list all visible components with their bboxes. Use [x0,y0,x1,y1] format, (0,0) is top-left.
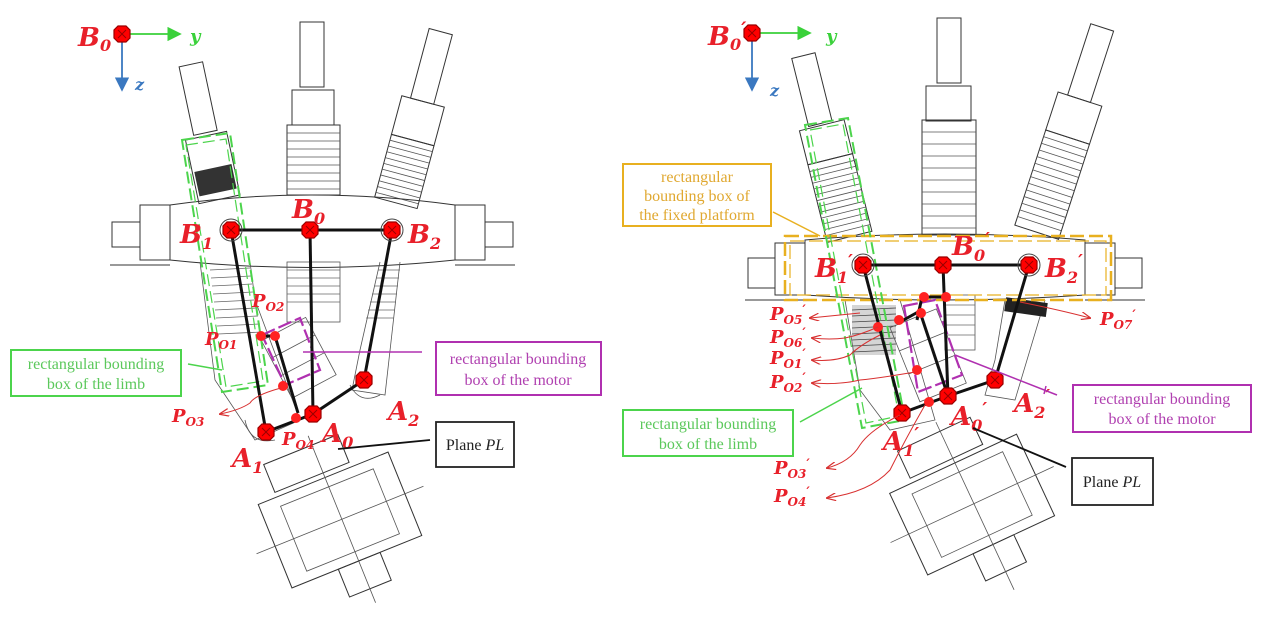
point-PO7 [941,292,951,302]
left-limb-bounding-box [180,131,270,394]
motor-box-label-line1: rectangular bounding [450,351,586,368]
left-figure: B0 y z [10,21,602,603]
right-limb-callout: rectangular bounding box of the limb [622,387,863,457]
motor-box-label-line1: rectangular bounding [1094,391,1230,408]
z-axis-label: z [769,81,780,100]
point-PO2-top [916,308,926,318]
origin-label: B0 [77,23,111,55]
right-leader-arrows [810,301,1090,498]
label-PO5: PO5′ [769,303,806,327]
joint-B2-icon [1020,256,1038,274]
y-axis-label: y [825,26,838,47]
label-PO2: PO2 [251,291,284,314]
label-B1: B1 [179,220,213,253]
left-labels: B1 B0 B2 A1 A0 A2 PO2 PO1 PO3 PO4 [171,195,441,477]
joint-A0-icon [304,405,322,423]
label-B0: B0′ [951,229,990,265]
right-motor-callout: rectangular bounding box of the motor [954,354,1252,433]
limb-box-label-line1: rectangular bounding [28,356,164,373]
left-motor-bounding-box [260,316,322,387]
motor-box-label-line2: box of the motor [1108,411,1216,428]
plane-label: Plane PL [446,437,504,454]
label-PO2: PO2′ [769,371,806,395]
origin-joint-icon [113,25,131,43]
label-A0: A0 [319,419,353,452]
z-axis-label: z [134,75,145,94]
point-PO3 [278,381,288,391]
label-B2: B2 [407,220,441,253]
PO3-leader-arrow [220,387,282,414]
label-B1: B1′ [814,251,853,287]
label-A1: A1 [229,444,263,477]
joint-A2-icon [355,371,373,389]
left-joints [219,218,404,441]
joint-A1-icon [893,404,911,422]
point-PO2 [270,331,280,341]
label-A2: A2′ [1011,386,1050,422]
point-PO4 [924,397,934,407]
platform-box-label-line3: the fixed platform [639,207,755,224]
joint-B1-icon [854,256,872,274]
left-kinematic-links [229,228,394,434]
y-axis-label: y [189,26,202,47]
limb-box-label-line2: box of the limb [47,376,145,393]
limb-box-label-line1: rectangular bounding [640,416,776,433]
point-PO4 [291,413,301,423]
joint-B0-icon [934,256,952,274]
left-plane-callout: Plane PL [337,421,515,468]
platform-box-label-line2: bounding box of [644,188,750,205]
right-platform-callout: rectangular bounding box of the fixed pl… [622,163,821,237]
left-axes: B0 y z [77,23,202,94]
label-PO3: PO3 [171,406,204,429]
point-PO6 [894,315,904,325]
motor-box-label-line2: box of the motor [464,372,572,389]
label-A0: A0′ [948,399,987,435]
left-mechanism-drawing [110,21,515,603]
right-figure: B0′ y z [622,17,1252,590]
label-PO1: PO1′ [769,347,806,371]
point-PO2 [912,365,922,375]
label-PO6: PO6′ [769,326,806,350]
plane-label: Plane PL [1083,474,1141,491]
joint-A2-icon [986,371,1004,389]
label-PO3: PO3′ [773,457,810,481]
label-A2: A2 [385,397,419,430]
origin-label: B0′ [707,17,747,54]
label-B0: B0 [291,195,325,228]
right-axes: B0′ y z [707,17,838,100]
left-limb-callout: rectangular bounding box of the limb [10,349,223,397]
platform-box-label-line1: rectangular [661,169,734,186]
limb-box-label-line2: box of the limb [659,436,757,453]
joint-B2-icon [383,221,401,239]
label-PO1: PO1 [204,329,237,352]
right-motor-bounding-box [902,298,964,394]
label-A1: A1′ [880,424,919,460]
joint-A1-icon [257,423,275,441]
left-motor-callout: rectangular bounding box of the motor [303,341,602,396]
label-B2: B2′ [1044,251,1083,287]
label-PO4: PO4′ [773,485,810,509]
right-labels: B1′ B0′ B2′ A1′ A0′ A2′ PO5′ PO6′ PO1′ P… [769,229,1136,509]
point-PO5 [919,292,929,302]
point-PO1 [256,331,266,341]
right-plane-callout: Plane PL [972,427,1154,506]
label-PO7: PO7′ [1099,308,1136,332]
joint-B1-icon [222,221,240,239]
label-PO4: PO4 [281,429,314,452]
